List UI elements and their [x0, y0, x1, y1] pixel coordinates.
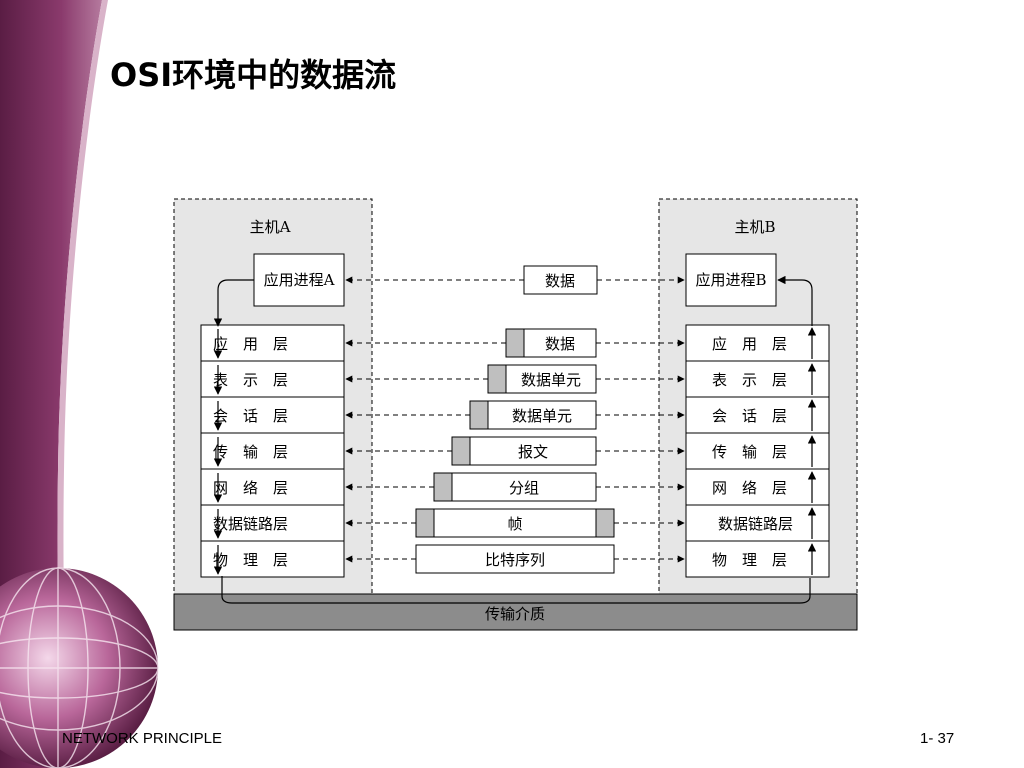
pdu-box-session — [469, 400, 597, 430]
pdu-trailer-datalink — [595, 508, 615, 538]
host-a-layer-transport-label: 传 输 层 — [213, 443, 288, 461]
pdu-label-session: 数据单元 — [512, 407, 572, 425]
host-b-layer-network-label: 网 络 层 — [712, 479, 787, 497]
slide-title: OSI环境中的数据流 — [110, 56, 397, 94]
pdu-label-presentation: 数据单元 — [521, 371, 581, 389]
pdu-label-datalink: 帧 — [507, 515, 522, 533]
host-b-from-stack-flow — [777, 275, 813, 326]
host-a-layer-network — [200, 468, 345, 506]
host-b-layer-session — [685, 396, 830, 434]
host-a-layer-presentation-label: 表 示 层 — [213, 371, 288, 389]
process-data-box — [523, 265, 598, 295]
host-a-layer-application-label: 应 用 层 — [213, 335, 288, 353]
process-b-box — [685, 253, 777, 307]
host-b-layer-application-label: 应 用 层 — [712, 335, 787, 353]
transmission-medium-bar — [173, 593, 858, 631]
process-b-label: 应用进程B — [695, 271, 766, 289]
pdu-header-network — [433, 472, 453, 502]
pdu-box-network — [433, 472, 597, 502]
host-b-layer-presentation-label: 表 示 层 — [712, 371, 787, 389]
pdu-header-session — [469, 400, 489, 430]
footer-page-number: 1- 37 — [920, 730, 955, 747]
host-a-label: 主机A — [250, 218, 291, 236]
host-a-layer-transport — [200, 432, 345, 470]
pdu-box-datalink — [415, 508, 615, 538]
pdu-header-presentation — [487, 364, 507, 394]
pdu-label-application: 数据 — [545, 335, 575, 353]
pdu-label-physical: 比特序列 — [485, 551, 545, 569]
pdu-label-transport: 报文 — [518, 443, 548, 461]
pdu-label-network: 分组 — [509, 479, 539, 497]
globe-decoration — [0, 567, 159, 768]
host-b-layer-datalink — [685, 504, 830, 542]
host-b-layer-physical — [685, 540, 830, 578]
process-a-box — [253, 253, 345, 307]
transmission-medium-label: 传输介质 — [485, 605, 545, 623]
host-b-layer-physical-label: 物 理 层 — [712, 551, 787, 569]
host-a-layer-network-label: 网 络 层 — [213, 479, 288, 497]
pdu-header-application — [505, 328, 525, 358]
pdu-box-transport — [451, 436, 597, 466]
pdu-header-datalink — [415, 508, 435, 538]
host-a-layer-physical-label: 物 理 层 — [213, 551, 288, 569]
host-a-layer-physical — [200, 540, 345, 578]
host-a-to-stack-flow — [213, 279, 254, 327]
host-b-label: 主机B — [734, 218, 775, 236]
process-data-label: 数据 — [545, 272, 575, 290]
host-a-layer-session-label: 会 话 层 — [213, 407, 288, 425]
pdu-header-transport — [451, 436, 471, 466]
footer-course-name: NETWORK PRINCIPLE — [62, 730, 223, 747]
host-b-layer-application — [685, 324, 830, 362]
host-b-layer-session-label: 会 话 层 — [712, 407, 787, 425]
pdu-box-physical — [415, 544, 615, 574]
physical-medium-flow — [221, 576, 811, 604]
host-b-layer-network — [685, 468, 830, 506]
host-b-layer-datalink-label: 数据链路层 — [718, 515, 793, 533]
host-a-layer-datalink-label: 数据链路层 — [213, 515, 288, 533]
host-b-layer-transport-label: 传 输 层 — [712, 443, 787, 461]
process-a-label: 应用进程A — [264, 271, 335, 289]
host-a-layer-application — [200, 324, 345, 362]
